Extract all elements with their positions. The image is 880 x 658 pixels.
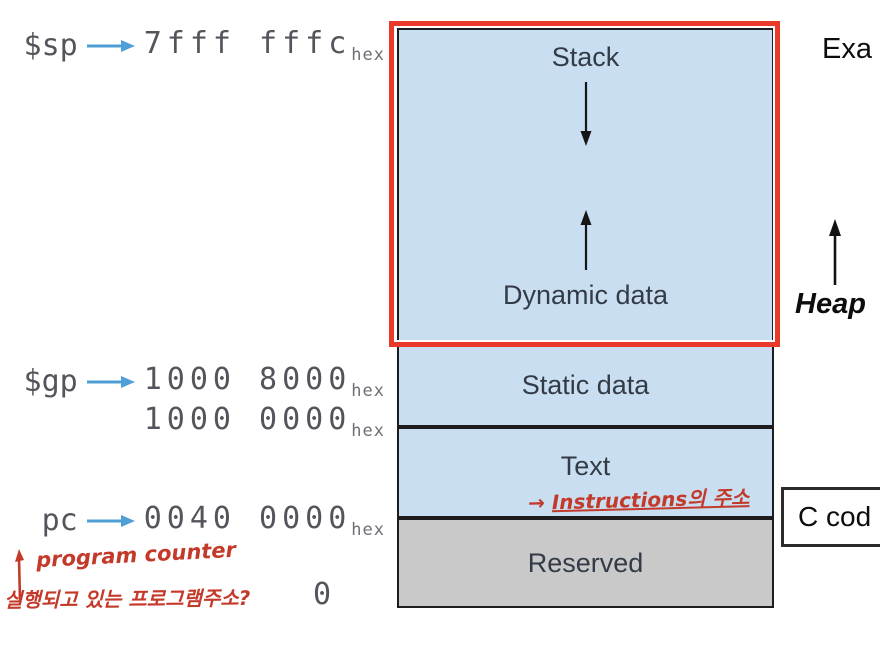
text-section: Text (397, 427, 774, 518)
note-arrow: → (527, 490, 546, 515)
pc-pointer-row: pc 0040 0000hex (42, 501, 385, 540)
static-base-address-value: 1000 0000hex (143, 402, 385, 441)
gp-pointer-arrow-icon (86, 375, 135, 388)
sp-pointer-row: $sp 7fff fffchex (24, 26, 385, 65)
heap-up-arrow-icon (829, 219, 841, 285)
program-counter-note: program counter (35, 537, 237, 573)
hex-subscript: hex (351, 520, 385, 540)
gp-address-value: 1000 8000hex (143, 362, 385, 401)
heap-label: Heap (795, 288, 866, 320)
instructions-address-note: → Instructions의 주소 (528, 481, 750, 516)
sp-pointer-arrow-icon (86, 39, 135, 52)
address-zero-label: 0 (312, 577, 331, 612)
stack-label: Stack (551, 42, 620, 72)
text-label: Text (560, 451, 611, 481)
pc-register-label: pc (41, 503, 78, 538)
c-code-label: C cod (798, 501, 872, 532)
reserved-section: Reserved (397, 518, 774, 608)
sp-address-value: 7fff fffchex (143, 26, 385, 65)
gp-register-label: $gp (23, 364, 78, 399)
example-text-truncated: Exa (822, 33, 872, 65)
static-data-section: Static data (397, 343, 774, 427)
pc-address-value: 0040 0000hex (143, 501, 385, 540)
note-text: Instructions의 주소 (551, 485, 750, 515)
dynamic-data-label: Dynamic data (502, 280, 669, 310)
pc-pointer-arrow-icon (86, 514, 135, 527)
sp-register-label: $sp (23, 28, 78, 63)
program-counter-note-korean: 실행되고 있는 프로그램주소? (3, 585, 251, 613)
static-base-address-row: 1000 0000hex (144, 402, 385, 441)
hex-subscript: hex (351, 421, 385, 441)
c-code-box: C cod (781, 487, 880, 547)
heap-growth-up-arrow-icon (580, 210, 591, 270)
stack-dynamic-section: Stack Dynamic data (397, 28, 774, 343)
reserved-label: Reserved (527, 547, 644, 578)
hex-subscript: hex (351, 45, 385, 65)
hex-subscript: hex (351, 381, 385, 401)
stack-growth-down-arrow-icon (580, 82, 591, 146)
pc-annotation-up-arrow-icon (15, 549, 24, 601)
gp-pointer-row: $gp 1000 8000hex (24, 362, 385, 401)
static-data-label: Static data (521, 369, 650, 400)
